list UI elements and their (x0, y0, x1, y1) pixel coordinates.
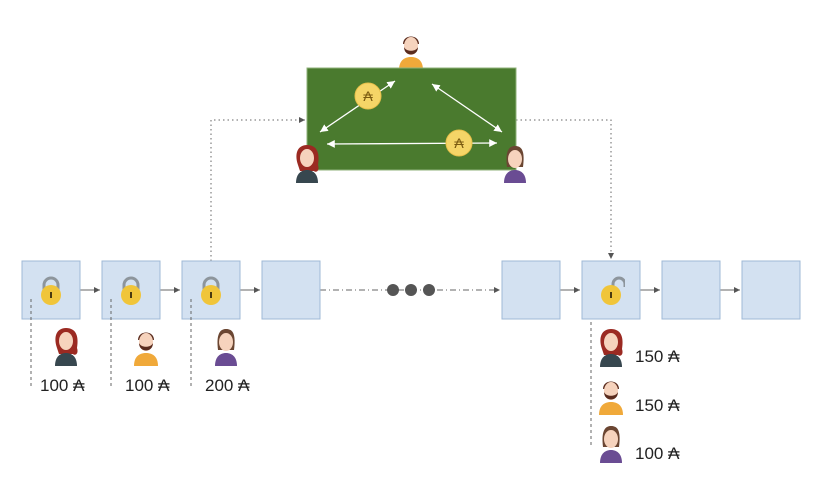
balance-guide-lines (30, 299, 592, 446)
bearded-man-avatar (599, 381, 623, 415)
opening-balance: 200 ₳ (205, 376, 250, 395)
transfer-arrow (431, 83, 503, 133)
svg-text:₳: ₳ (454, 135, 464, 151)
opening-balance: 100 ₳ (40, 376, 85, 395)
closing-balance: 150 ₳ (635, 347, 680, 366)
brown-haired-woman-avatar (600, 426, 622, 463)
block (581, 260, 641, 320)
channel-close-connector (516, 119, 614, 259)
channel-open-connector (210, 117, 305, 261)
opening-balance: 100 ₳ (125, 376, 170, 395)
block (661, 260, 721, 320)
bearded-man-avatar (134, 332, 158, 366)
red-haired-woman-avatar (600, 329, 623, 367)
transfer-arrow (319, 80, 396, 133)
coin-icon: ₳ (445, 129, 473, 157)
block (261, 260, 321, 320)
brown-haired-woman-avatar (215, 329, 237, 366)
bearded-man-avatar (399, 36, 423, 70)
coin-icon: ₳ (354, 82, 382, 110)
ellipsis-dots (387, 284, 435, 296)
block (501, 260, 561, 320)
closing-balance: 150 ₳ (635, 396, 680, 415)
red-haired-woman-avatar (296, 145, 319, 183)
svg-text:₳: ₳ (363, 88, 373, 104)
red-haired-woman-avatar (55, 328, 78, 366)
block (741, 260, 801, 320)
closing-balance: 100 ₳ (635, 444, 680, 463)
